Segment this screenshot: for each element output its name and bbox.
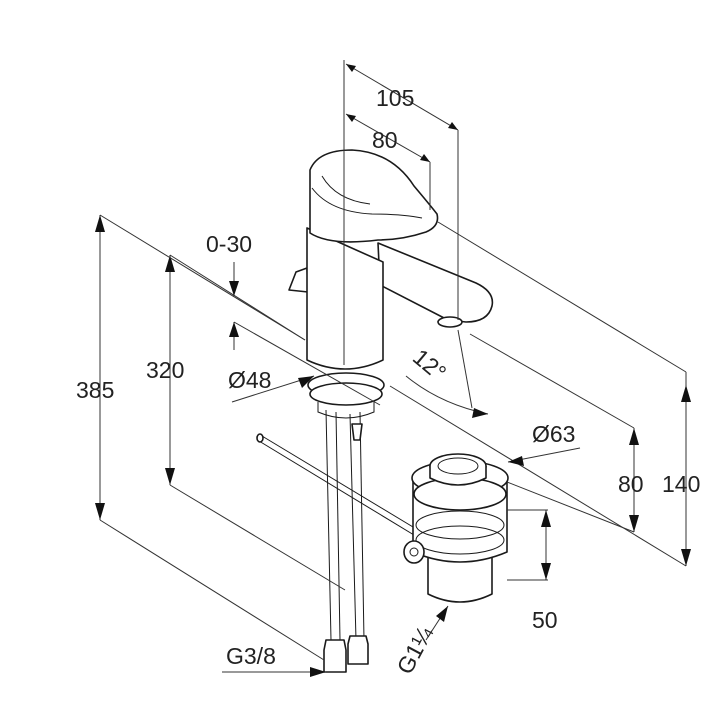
label-d63: Ø63 <box>532 421 575 447</box>
label-50: 50 <box>532 607 558 633</box>
label-80-reach: 80 <box>372 127 398 153</box>
label-g3-8: G3/8 <box>226 643 276 669</box>
pop-up-knob <box>288 267 309 293</box>
label-105: 105 <box>376 85 414 111</box>
base-thread <box>317 402 375 419</box>
lever-ridge <box>311 187 423 219</box>
label-80-height: 80 <box>618 471 644 497</box>
label-320: 320 <box>146 357 184 383</box>
supply-hoses <box>323 409 369 673</box>
lever-handle <box>309 149 439 243</box>
label-d48: Ø48 <box>228 367 271 393</box>
drain-tailpiece <box>427 549 493 603</box>
label-0-30: 0-30 <box>206 231 252 257</box>
label-g1-1-4: G1¼ <box>391 621 438 678</box>
label-12-degree: 12° <box>408 344 451 386</box>
hose-fitting-hot <box>347 635 369 665</box>
base-ring-lower <box>309 382 383 406</box>
drain-linkage <box>403 540 425 564</box>
drain-assembly <box>403 453 509 603</box>
pop-up-rod <box>256 433 419 536</box>
tap-body <box>288 149 494 419</box>
label-140: 140 <box>662 471 700 497</box>
aerator <box>437 316 463 328</box>
lever-highlight <box>321 175 371 205</box>
dimension-lines <box>95 60 691 677</box>
spout <box>377 242 494 323</box>
body-cylinder <box>306 227 384 370</box>
hose-fitting-cold <box>323 639 347 673</box>
label-385: 385 <box>76 377 114 403</box>
